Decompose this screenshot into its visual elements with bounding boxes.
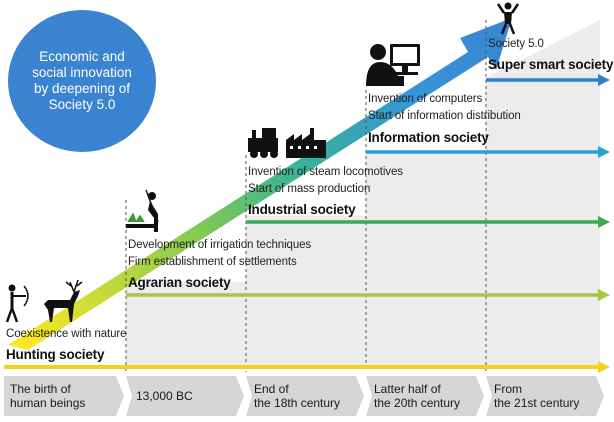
timeline-label-3: End of the 18th century	[254, 381, 341, 410]
timeline-label-1: The birth of human beings	[10, 381, 86, 410]
information-society-label: Information society	[368, 130, 489, 145]
super-smart-description-1: Society 5.0	[488, 38, 544, 50]
agrarian-arrowhead	[598, 289, 610, 301]
timeline-box	[366, 376, 484, 416]
background-staircase	[126, 20, 600, 368]
timeline-label-5: From the 21st century	[494, 381, 580, 410]
agrarian-description-1: Development of irrigation techniques	[128, 239, 312, 251]
computer-user-icon	[366, 44, 420, 86]
timeline-box	[246, 376, 364, 416]
agrarian-society-label: Agrarian society	[128, 275, 231, 290]
information-description-1: Invention of computers	[368, 93, 483, 105]
timeline-label-4: Latter half of the 20th century	[374, 381, 461, 410]
timeline-box	[486, 376, 604, 416]
timeline-box	[4, 376, 124, 416]
farmer-icon	[126, 189, 159, 232]
industrial-society-label: Industrial society	[248, 202, 356, 217]
cheering-person-icon	[496, 2, 520, 35]
growth-arrow	[8, 18, 512, 350]
super-smart-society-label: Super smart society	[488, 57, 614, 72]
hunting-arrowhead	[598, 361, 610, 373]
industrial-arrowhead	[598, 216, 610, 228]
hunting-society-label: Hunting society	[6, 347, 105, 362]
information-description-2: Start of information distribution	[368, 110, 521, 122]
archer-deer-icon	[5, 279, 83, 323]
innovation-bubble: Economic and social innovation by deepen…	[8, 10, 156, 152]
industrial-description-1: Invention of steam locomotives	[248, 166, 403, 178]
agrarian-description-2: Firm establishment of settlements	[128, 256, 297, 268]
timeline-box	[126, 376, 244, 416]
information-arrowhead	[598, 146, 610, 158]
hunting-description-1: Coexistence with nature	[6, 328, 127, 340]
super-smart-arrowhead	[598, 74, 610, 86]
train-factory-icon	[248, 128, 326, 158]
innovation-bubble-text: Economic and social innovation by deepen…	[32, 48, 132, 113]
timeline-label-2: 13,000 BC	[136, 388, 193, 403]
industrial-description-2: Start of mass production	[248, 183, 371, 195]
